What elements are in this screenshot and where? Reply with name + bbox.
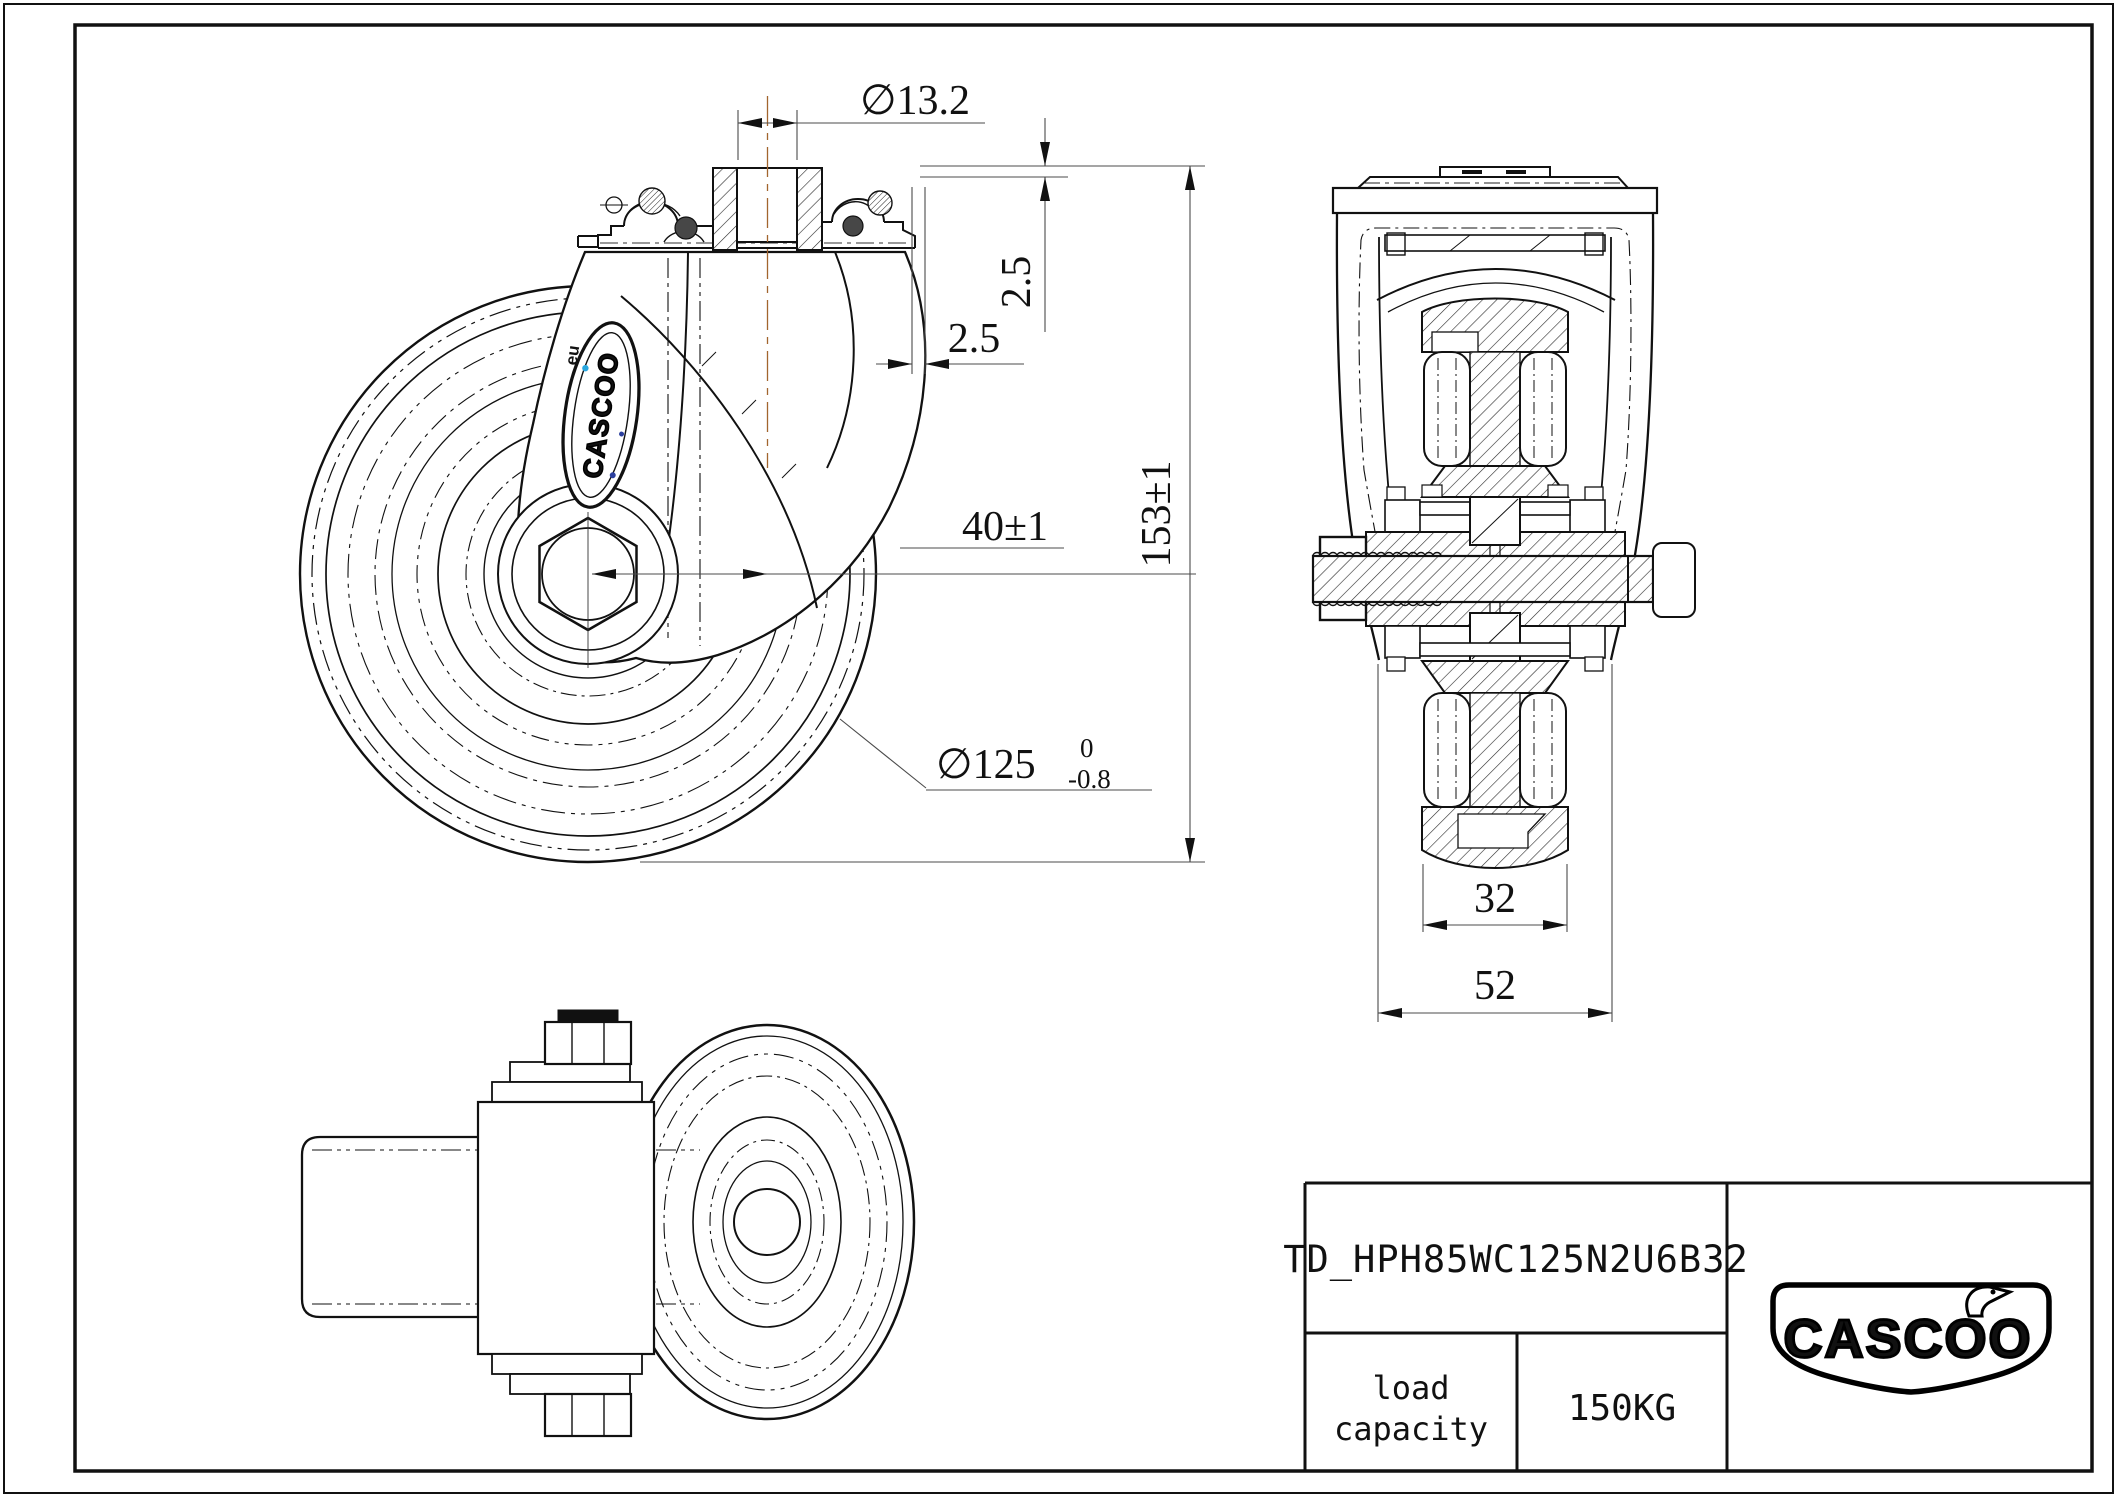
dim-stem-hole: ∅13.2 — [737, 78, 985, 160]
dim-wheel-dia-tol-lower: -0.8 — [1068, 764, 1111, 794]
load-capacity-label-2: capacity — [1334, 1410, 1488, 1448]
side-inner-strip — [1384, 232, 1606, 256]
bearing-ball — [674, 216, 698, 240]
brand-logo-cell: CASCOO — [1770, 1282, 2052, 1395]
dim-plate-thickness-text: 2.5 — [994, 256, 1040, 309]
bearing-ball — [867, 190, 893, 216]
dim-plate-thickness: 2.5 — [920, 118, 1205, 332]
dim-wheel-dia-tol-upper: 0 — [1080, 733, 1094, 763]
fork-logo-eu-text: eu — [562, 344, 584, 366]
part-number: TD_HPH85WC125N2U6B32 — [1283, 1238, 1749, 1282]
capacity-value-cell: 150KG — [1568, 1388, 1676, 1429]
load-capacity-label-1: load — [1372, 1369, 1449, 1407]
side-axle — [1311, 535, 1696, 622]
brand-blue-dot — [582, 364, 589, 372]
front-top-plate — [577, 167, 916, 251]
bearing-ball — [842, 215, 864, 237]
dim-wheel-diameter: ∅125 0 -0.8 — [839, 718, 1152, 794]
dim-plate-offset: 2.5 — [876, 187, 1024, 374]
outer-border — [3, 3, 2114, 1494]
dim-hub-width-text: 32 — [1474, 876, 1516, 922]
stem-cap-top — [557, 1009, 619, 1023]
dimension-annotations-side: 32 52 — [1377, 664, 1613, 1022]
brand-logo-text: CASCOO — [1783, 1309, 2032, 1369]
stem-wall-right — [796, 167, 823, 251]
bottom-wheel — [618, 1023, 916, 1421]
side-top-plate — [1331, 166, 1659, 215]
stem-nut-bottom — [543, 1392, 633, 1438]
cascoo-logo: CASCOO — [1770, 1282, 2052, 1395]
bottom-hub — [476, 1009, 656, 1438]
dim-overall-width-text: 52 — [1474, 963, 1516, 1009]
bottom-view — [300, 1009, 916, 1438]
dimension-annotations-front: ∅13.2 2.5 2.5 40±1 — [592, 78, 1205, 863]
bird-head-icon — [1965, 1285, 2015, 1318]
bearing-ball — [638, 187, 666, 215]
fork-brand-eu: eu — [562, 344, 589, 372]
side-view — [1311, 166, 1696, 869]
inner-border — [73, 23, 2094, 1473]
load-capacity-value: 150KG — [1568, 1388, 1676, 1429]
stem-nut-top — [543, 1020, 633, 1066]
dim-overall-height: 153±1 — [640, 166, 1205, 863]
load-capacity-cell: load capacity — [1334, 1369, 1488, 1448]
dim-overall-width: 52 — [1377, 664, 1613, 1022]
dim-wheel-dia-text: ∅125 — [936, 742, 1036, 788]
dim-stem-hole-text: ∅13.2 — [860, 78, 970, 124]
dim-overall-height-text: 153±1 — [1134, 460, 1180, 567]
dim-swivel-offset-text: 40±1 — [962, 504, 1048, 550]
front-view: CASCOO eu — [298, 96, 927, 864]
side-bearing-bottom — [1384, 625, 1606, 672]
dim-swivel-offset: 40±1 — [592, 504, 1196, 579]
dim-hub-width: 32 — [1422, 864, 1568, 932]
part-number-cell: TD_HPH85WC125N2U6B32 — [1283, 1238, 1749, 1282]
dim-plate-offset-text: 2.5 — [948, 316, 1001, 362]
stem-wall-left — [712, 167, 738, 251]
sheet-borders — [3, 3, 2114, 1494]
title-block: TD_HPH85WC125N2U6B32 load capacity 150KG… — [1283, 1181, 2092, 1471]
